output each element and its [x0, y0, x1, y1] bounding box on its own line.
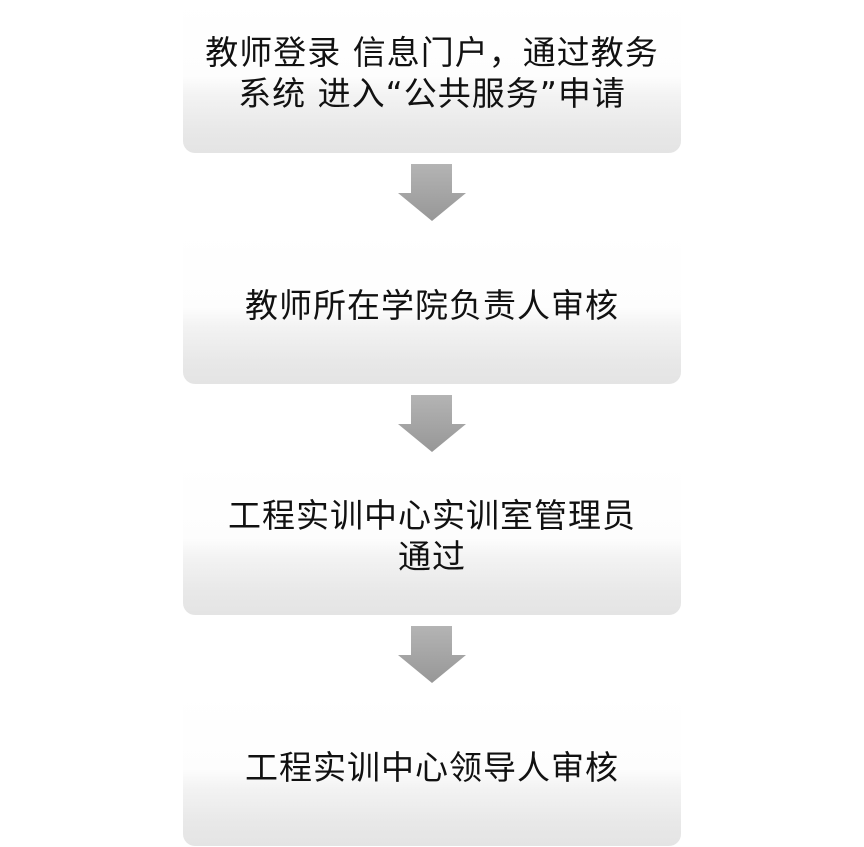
- flow-step-lab-admin-approve: 工程实训中心实训室管理员通过: [183, 462, 681, 615]
- down-arrow-icon: [398, 626, 466, 683]
- down-arrow-icon: [398, 164, 466, 221]
- flow-step-label: 工程实训中心实训室管理员通过: [228, 495, 636, 576]
- flow-step-center-leader-review: 工程实训中心领导人审核: [183, 693, 681, 846]
- flow-step-teacher-apply: 教师登录 信息门户，通过教务系统 进入“公共服务”申请: [183, 0, 681, 153]
- flow-step-label: 教师所在学院负责人审核: [245, 286, 619, 325]
- flow-step-label: 工程实训中心领导人审核: [245, 748, 619, 787]
- flow-step-label: 教师登录 信息门户，通过教务系统 进入“公共服务”申请: [205, 32, 659, 113]
- flow-step-college-review: 教师所在学院负责人审核: [183, 231, 681, 384]
- down-arrow-icon: [398, 395, 466, 452]
